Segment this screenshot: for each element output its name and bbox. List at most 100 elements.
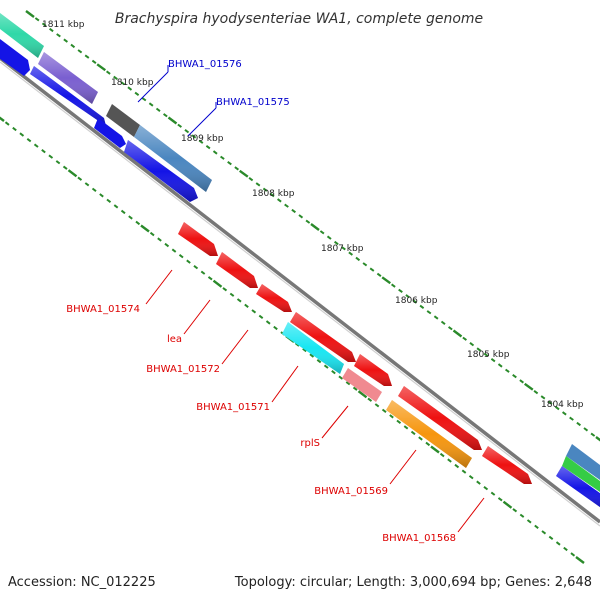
ruler-minor-tick: [155, 107, 161, 112]
ruler-minor-tick: [128, 215, 133, 220]
gene-label-bhwa1-01572[interactable]: BHWA1_01572: [146, 364, 220, 375]
ruler-minor-tick: [19, 132, 25, 137]
tick-label-1809: 1809 kbp: [181, 134, 224, 144]
ruler-major-tick: [96, 63, 107, 72]
gene-label-bhwa1-01576[interactable]: BHWA1_01576: [168, 59, 242, 70]
ruler-minor-tick: [34, 17, 40, 22]
ruler-minor-tick: [284, 203, 289, 208]
ruler-minor-tick: [222, 287, 228, 292]
ruler-minor-tick: [251, 309, 257, 314]
ruler-minor-tick: [269, 192, 275, 198]
feature-gray[interactable]: [106, 104, 140, 137]
ruler-minor-tick: [55, 160, 61, 165]
ruler-minor-tick: [309, 353, 315, 358]
ruler-minor-tick: [244, 303, 249, 308]
tick-label-1808: 1808 kbp: [252, 189, 295, 199]
ruler-minor-tick: [555, 541, 561, 546]
ruler-minor-tick: [255, 182, 261, 187]
accession-text: Accession: NC_012225: [8, 575, 156, 590]
gene-label-bhwa1-01571[interactable]: BHWA1_01571: [196, 402, 270, 413]
ruler-minor-tick: [120, 81, 125, 86]
ruler-minor-tick: [236, 298, 242, 303]
ruler-minor-tick: [177, 123, 182, 128]
ruler-minor-tick: [374, 403, 380, 408]
ruler-minor-tick: [590, 432, 596, 437]
gene-label-rpls[interactable]: rplS: [300, 438, 320, 449]
cds-blue[interactable]: [0, 36, 30, 76]
ruler-minor-tick: [425, 441, 431, 447]
ruler-minor-tick: [262, 187, 268, 192]
ruler-minor-tick: [148, 102, 154, 107]
ruler-minor-tick: [198, 139, 204, 144]
ruler-major-tick: [140, 224, 150, 233]
ruler-minor-tick: [326, 235, 332, 240]
feature-pink[interactable]: [342, 368, 382, 402]
ruler-minor-tick: [193, 265, 199, 270]
ruler-minor-tick: [171, 248, 177, 253]
ruler-minor-tick: [106, 70, 111, 75]
ruler-minor-tick: [319, 230, 325, 235]
ruler-minor-tick: [120, 209, 126, 215]
ruler-major-tick: [238, 169, 249, 178]
ruler-minor-tick: [334, 240, 339, 246]
ruler-minor-tick: [48, 154, 54, 159]
ruler-minor-tick: [84, 182, 90, 187]
ruler-minor-tick: [362, 262, 368, 267]
ruler-major-tick: [452, 329, 463, 338]
ruler-minor-tick: [376, 272, 382, 278]
ruler-minor-tick: [540, 395, 546, 400]
gene-labels-reverse: BHWA1_01574 lea BHWA1_01572 BHWA1_01571 …: [66, 304, 456, 544]
gene-label-bhwa1-01568[interactable]: BHWA1_01568: [382, 533, 456, 544]
ruler-minor-tick: [419, 304, 425, 310]
ruler-major-tick: [430, 445, 440, 454]
tick-label-1811: 1811 kbp: [42, 20, 85, 30]
ruler-minor-tick: [426, 310, 432, 315]
feature-green[interactable]: [562, 456, 600, 492]
ruler-minor-tick: [91, 187, 97, 192]
ruler-minor-tick: [4, 121, 10, 126]
ruler-minor-tick: [273, 325, 278, 331]
ruler-minor-tick: [490, 357, 496, 363]
ruler-minor-tick: [396, 419, 402, 424]
ruler-minor-tick: [355, 256, 361, 262]
ruler-minor-tick: [157, 237, 162, 242]
ruler-minor-tick: [345, 381, 351, 386]
ruler-minor-tick: [149, 231, 155, 237]
gene-label-bhwa1-01574[interactable]: BHWA1_01574: [66, 304, 140, 315]
ruler-minor-tick: [205, 144, 211, 150]
feature-steelblue[interactable]: [566, 444, 600, 480]
genome-backbone: [0, 56, 600, 527]
gene-label-bhwa1-01569[interactable]: BHWA1_01569: [314, 486, 388, 497]
ruler-minor-tick: [33, 143, 39, 148]
ruler-minor-tick: [141, 97, 147, 102]
ruler-minor-tick: [381, 408, 387, 413]
ruler-minor-tick: [99, 193, 104, 198]
ruler-minor-tick: [56, 33, 61, 38]
ruler-upper: [25, 10, 600, 442]
ruler-minor-tick: [562, 411, 567, 416]
ruler-minor-tick: [403, 425, 409, 430]
gene-labels-forward: BHWA1_01576 BHWA1_01575: [168, 59, 290, 108]
tick-label-1804: 1804 kbp: [541, 400, 584, 410]
features-reverse: [178, 222, 532, 484]
ruler-minor-tick: [229, 292, 235, 297]
ruler-minor-tick: [63, 38, 68, 43]
ruler-major-tick: [67, 169, 78, 178]
gene-label-lea[interactable]: lea: [167, 334, 182, 345]
ruler-minor-tick: [298, 214, 304, 219]
ruler-minor-tick: [200, 270, 206, 275]
ruler-minor-tick: [135, 220, 141, 226]
ruler-minor-tick: [178, 254, 184, 259]
ruler-major-tick: [25, 10, 35, 18]
ruler-minor-tick: [184, 129, 190, 134]
ruler-minor-tick: [331, 370, 336, 375]
ruler-minor-tick: [12, 126, 17, 132]
gene-label-bhwa1-01575[interactable]: BHWA1_01575: [216, 97, 290, 108]
ruler-minor-tick: [433, 315, 439, 320]
ruler-minor-tick: [186, 259, 191, 264]
ruler-minor-tick: [533, 389, 539, 395]
cds-blue[interactable]: [94, 118, 126, 148]
ruler-minor-tick: [462, 336, 467, 341]
ruler-minor-tick: [70, 43, 76, 49]
